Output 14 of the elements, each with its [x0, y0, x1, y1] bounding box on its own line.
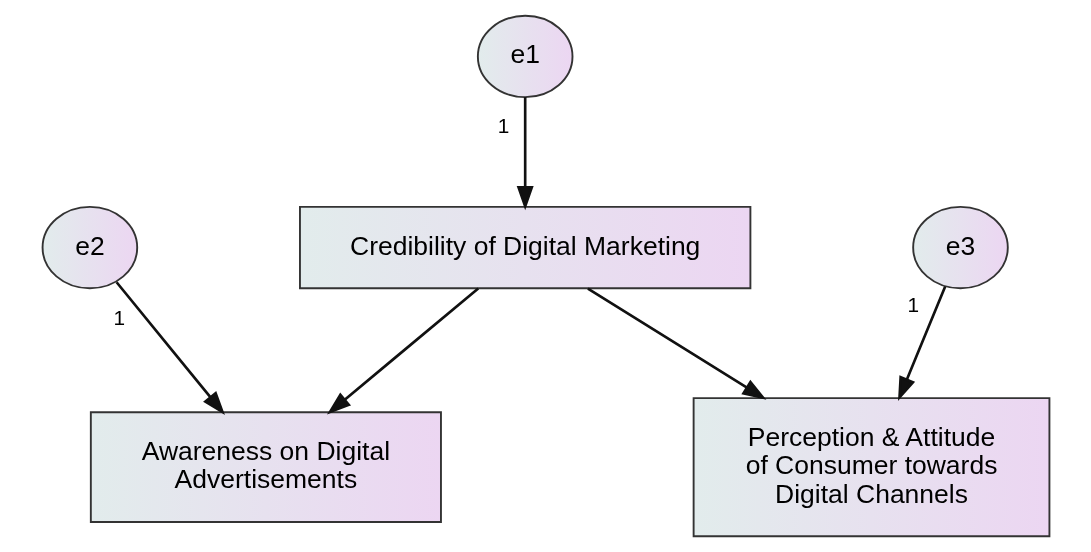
node-ellipse: e3 [911, 205, 1009, 290]
node-ellipse: e2 [41, 205, 138, 290]
node-box: Credibility of Digital Marketing [298, 205, 751, 290]
arrow [516, 97, 534, 211]
arrow [326, 287, 479, 415]
node-box: Awareness on Digital Advertisements [89, 411, 442, 523]
node-box: Perception & Attitude of Consumer towards Digital Channels [692, 397, 1050, 538]
edge-label: 1 [113, 306, 125, 330]
edge-label: 1 [497, 114, 509, 138]
arrow [897, 286, 946, 402]
node-ellipse: e1 [476, 14, 573, 99]
arrow [115, 281, 225, 416]
edge-label: 1 [907, 293, 919, 317]
arrow [586, 287, 766, 400]
